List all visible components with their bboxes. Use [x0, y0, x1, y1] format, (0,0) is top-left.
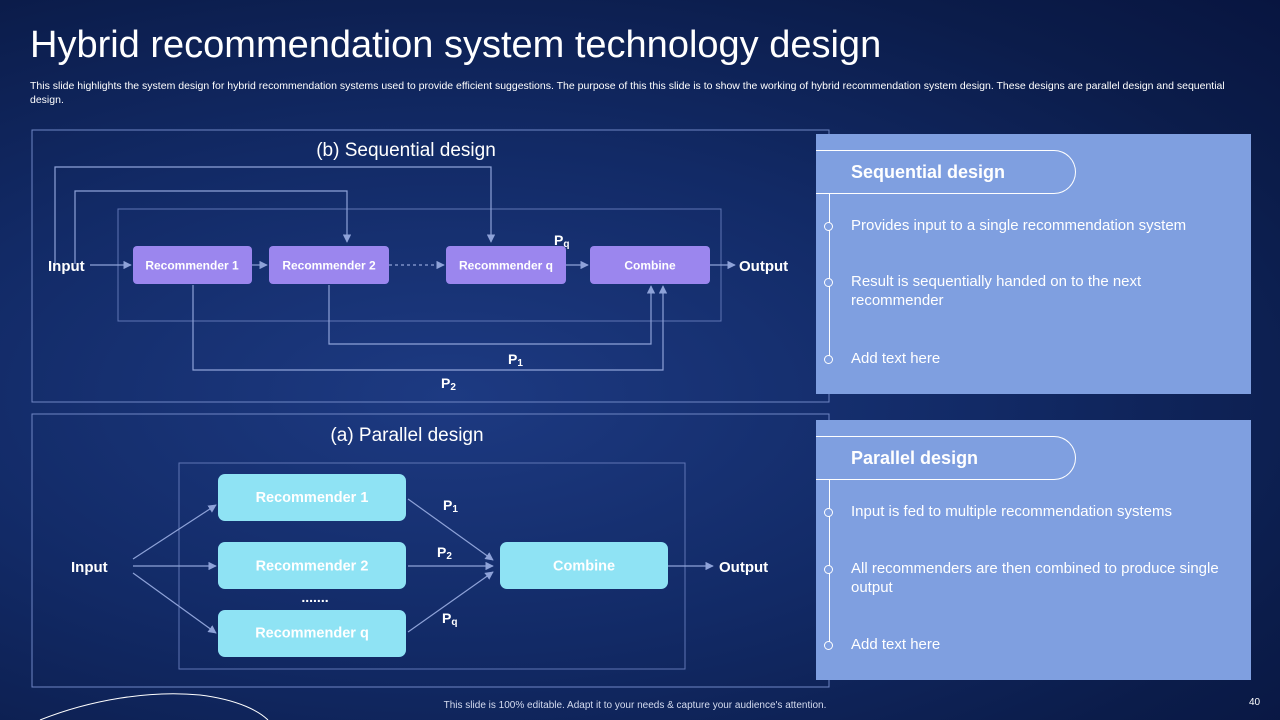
- input-to-recommender-2-line: [74, 190, 352, 264]
- sequential-bullet-3: Add text here: [851, 350, 941, 367]
- sequential-bullet-2: Result is sequentially handed on to the …: [851, 273, 1142, 309]
- seq-recommender-2-label: Recommender 2: [282, 259, 376, 273]
- sequential-bullet-marker-2: [824, 278, 833, 287]
- parallel-bullet-marker-3: [824, 641, 833, 650]
- input-to-par-recq-arrow: [132, 572, 217, 634]
- parallel-panel-timeline: [829, 480, 830, 648]
- seq-recommender-q-label: Recommender q: [459, 259, 553, 273]
- sequential-bullet-marker-1: [824, 222, 833, 231]
- seq-output-label: Output: [739, 258, 788, 275]
- seq-pq-label: Pq: [554, 232, 569, 250]
- sequential-panel-heading: Sequential design: [816, 150, 1076, 194]
- par-p1-label: P1: [443, 497, 458, 515]
- sequential-bullet-marker-3: [824, 355, 833, 364]
- par-pq-label: Pq: [442, 610, 457, 628]
- par-recommender-q-label: Recommender q: [255, 626, 369, 642]
- parallel-panel-heading: Parallel design: [816, 436, 1076, 480]
- input-to-par-rec1-arrow: [132, 504, 217, 560]
- sequential-diagram: (b) Sequential design Recommender 1 Reco…: [31, 129, 830, 403]
- par-rec1-to-combine-arrow: [407, 498, 494, 561]
- parallel-bullet-marker-2: [824, 565, 833, 574]
- seq-recommender-1-label: Recommender 1: [145, 259, 239, 273]
- seq-recommender-q-box: [446, 246, 566, 284]
- par-ellipsis: .......: [301, 589, 328, 605]
- decorative-curve: [39, 693, 269, 720]
- parallel-diagram: (a) Parallel design Recommender 1 Recomm…: [31, 413, 830, 688]
- input-to-recommender-q-line: [54, 166, 496, 264]
- parallel-diagram-title: (a) Parallel design: [330, 425, 483, 446]
- parallel-bullet-3: Add text here: [851, 636, 941, 653]
- par-combine-label: Combine: [553, 559, 615, 575]
- par-input-label: Input: [71, 559, 108, 576]
- parallel-frame: [31, 413, 830, 688]
- par-recommender-2-label: Recommender 2: [256, 559, 369, 575]
- par-combine-box: [500, 542, 668, 589]
- parallel-info-panel: Parallel design Input is fed to multiple…: [816, 420, 1251, 680]
- page-number: 40: [1249, 697, 1261, 708]
- par-recommender-2-box: [218, 542, 406, 589]
- par-recommender-1-label: Recommender 1: [256, 490, 369, 506]
- par-recommender-1-box: [218, 474, 406, 521]
- slide-title: Hybrid recommendation system technology …: [30, 24, 882, 66]
- par-recq-to-combine-arrow: [407, 571, 494, 633]
- p1-line: [328, 285, 656, 345]
- seq-combine-label: Combine: [624, 259, 676, 273]
- parallel-bullet-1: Input is fed to multiple recommendation …: [851, 503, 1172, 520]
- slide-subtitle: This slide highlights the system design …: [30, 80, 1225, 106]
- seq-p2-label: P2: [441, 375, 456, 393]
- parallel-bullet-2: All recommenders are then combined to pr…: [851, 560, 1219, 596]
- seq-combine-box: [590, 246, 710, 284]
- sequential-info-panel: Sequential design Provides input to a si…: [816, 134, 1251, 394]
- seq-recommender-1-box: [133, 246, 252, 284]
- seq-recommender-2-box: [269, 246, 389, 284]
- parallel-bullet-marker-1: [824, 508, 833, 517]
- par-recommender-q-box: [218, 610, 406, 657]
- seq-p1-label: P1: [508, 351, 523, 369]
- par-p2-label: P2: [437, 544, 452, 562]
- seq-input-label: Input: [48, 258, 85, 275]
- par-output-label: Output: [719, 559, 768, 576]
- slide-footer: This slide is 100% editable. Adapt it to…: [443, 700, 827, 711]
- sequential-bullet-1: Provides input to a single recommendatio…: [851, 217, 1187, 234]
- p2-line: [192, 285, 668, 371]
- sequential-diagram-title: (b) Sequential design: [316, 140, 496, 161]
